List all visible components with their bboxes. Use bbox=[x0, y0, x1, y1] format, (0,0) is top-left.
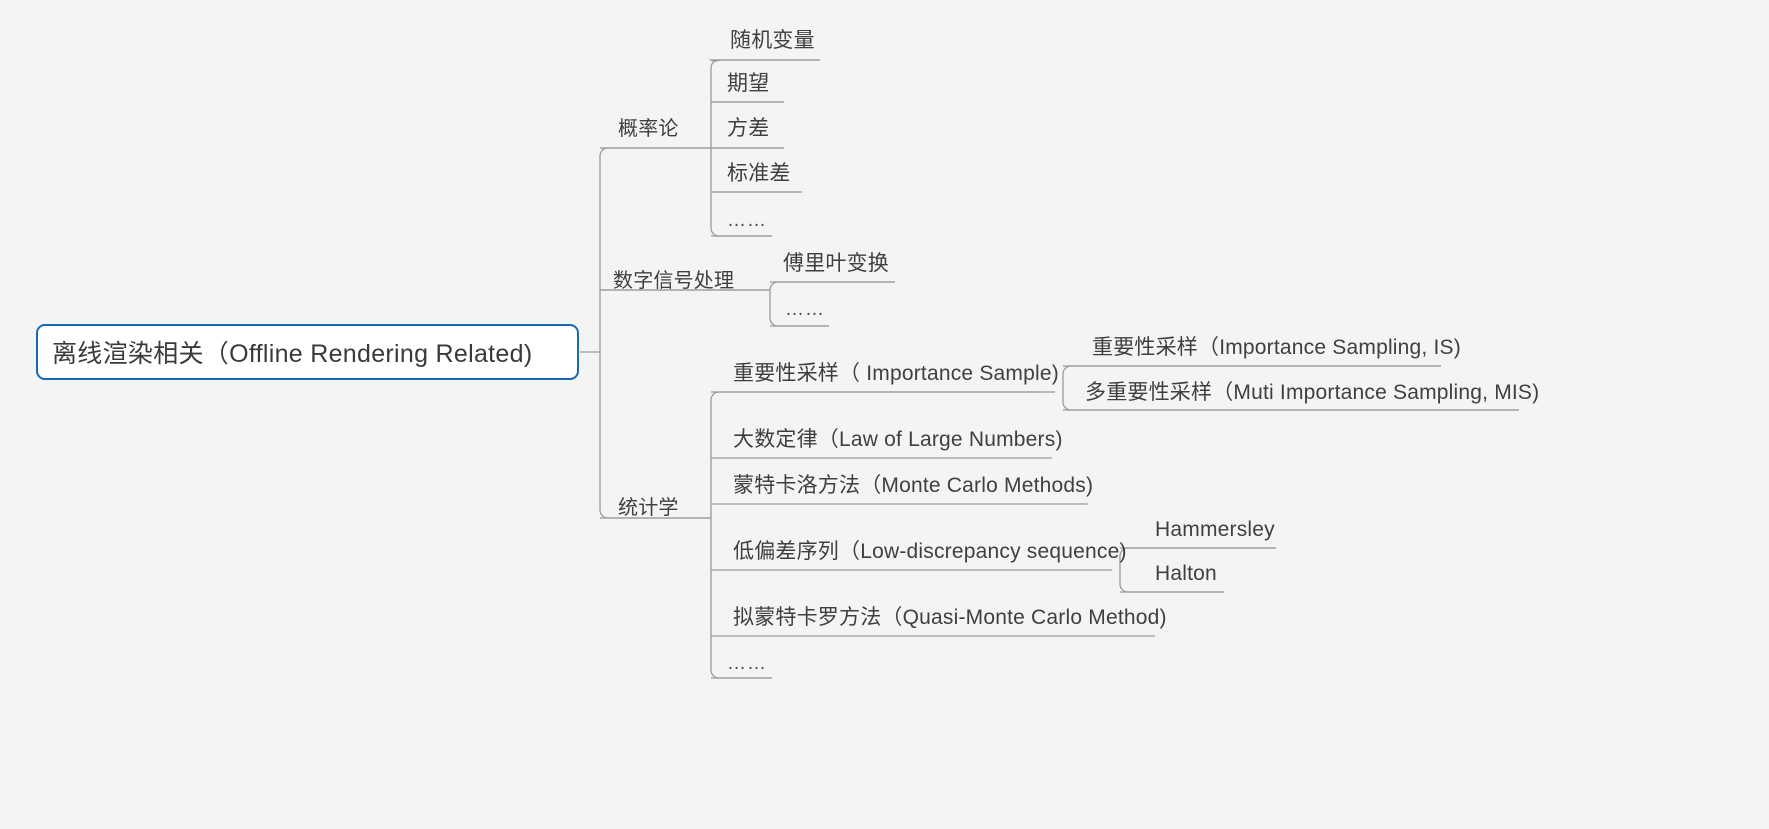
node-multiple-importance-sampling-mis[interactable]: 多重要性采样（Muti Importance Sampling, MIS) bbox=[1085, 381, 1540, 404]
node-standard-deviation[interactable]: 标准差 bbox=[727, 162, 791, 185]
node-importance-sampling-is[interactable]: 重要性采样（Importance Sampling, IS) bbox=[1092, 336, 1461, 359]
node-halton[interactable]: Halton bbox=[1155, 562, 1217, 585]
node-dsp-more[interactable]: …… bbox=[785, 299, 825, 320]
node-monte-carlo-methods[interactable]: 蒙特卡洛方法（Monte Carlo Methods) bbox=[733, 474, 1094, 497]
node-probability-more[interactable]: …… bbox=[727, 210, 767, 231]
root-node[interactable]: 离线渲染相关（Offline Rendering Related) bbox=[36, 324, 579, 380]
node-quasi-monte-carlo-method[interactable]: 拟蒙特卡罗方法（Quasi-Monte Carlo Method) bbox=[733, 606, 1167, 629]
node-law-of-large-numbers[interactable]: 大数定律（Law of Large Numbers) bbox=[733, 428, 1063, 451]
branch-label-statistics[interactable]: 统计学 bbox=[618, 497, 679, 519]
node-random-variable[interactable]: 随机变量 bbox=[730, 29, 815, 52]
node-variance[interactable]: 方差 bbox=[727, 117, 770, 140]
node-fourier-transform[interactable]: 傅里叶变换 bbox=[783, 252, 889, 275]
node-hammersley[interactable]: Hammersley bbox=[1155, 518, 1275, 541]
node-importance-sample[interactable]: 重要性采样（ Importance Sample) bbox=[733, 362, 1059, 385]
node-low-discrepancy-sequence[interactable]: 低偏差序列（Low-discrepancy sequence) bbox=[733, 540, 1127, 563]
branch-label-dsp[interactable]: 数字信号处理 bbox=[613, 270, 735, 292]
branch-label-probability[interactable]: 概率论 bbox=[618, 118, 679, 140]
node-statistics-more[interactable]: …… bbox=[727, 653, 767, 674]
node-expectation[interactable]: 期望 bbox=[727, 72, 770, 95]
